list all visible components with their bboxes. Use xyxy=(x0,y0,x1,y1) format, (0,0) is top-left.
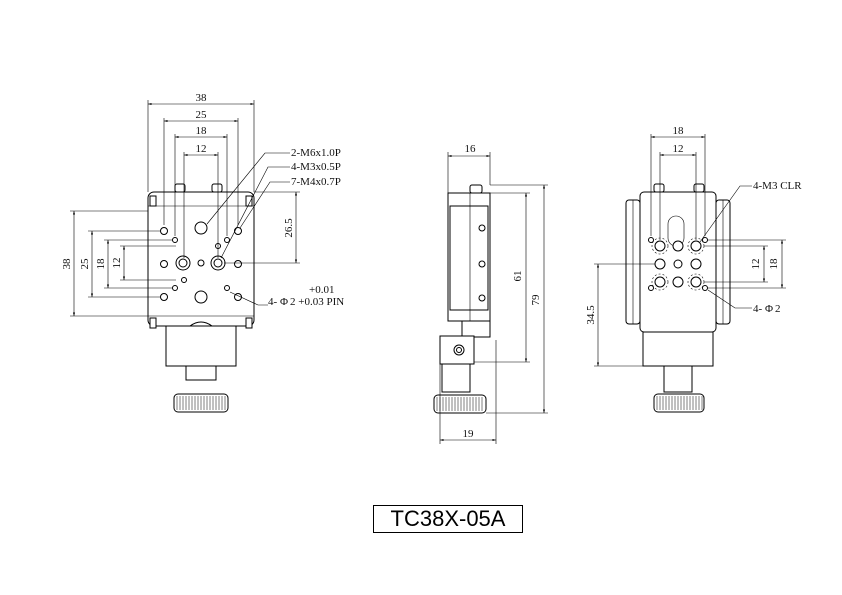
front-dim-26-5: 26.5 xyxy=(283,218,295,238)
side-dim-61: 61 xyxy=(512,271,524,282)
front-dim-18-left: 18 xyxy=(95,258,107,270)
note-m4-thread: 7-M4x0.7P xyxy=(291,176,341,188)
phi-symbol-back: Φ xyxy=(765,303,773,315)
front-dim-25-top: 25 xyxy=(196,109,208,121)
note-m3-clr: 4-M3 CLR xyxy=(753,180,802,192)
front-dim-38-top: 38 xyxy=(196,92,208,104)
back-dim-18-right: 18 xyxy=(768,258,780,270)
front-dim-18-top: 18 xyxy=(196,125,208,137)
model-title-box: TC38X-05A xyxy=(373,505,523,533)
note-dia2-prefix: 4- xyxy=(753,303,763,315)
note-dia2-spec: 2 xyxy=(775,303,781,315)
note-pin-prefix: 4- xyxy=(268,296,278,308)
back-dim-18-top: 18 xyxy=(673,125,685,137)
back-view: 18 12 12 18 34.5 4-M3 CLR 4- Φ 2 xyxy=(585,125,802,413)
front-view: 38 25 18 12 26.5 38 25 18 12 2-M6x1.0P 4… xyxy=(61,92,344,413)
note-pin-spec: 2 +0.03 PIN xyxy=(290,296,344,308)
front-dim-25-left: 25 xyxy=(79,258,91,270)
phi-symbol-pin: Φ xyxy=(280,296,288,308)
side-dim-19: 19 xyxy=(463,428,475,440)
front-dim-38-left: 38 xyxy=(61,258,73,270)
note-m3-thread: 4-M3x0.5P xyxy=(291,161,341,173)
back-dim-12-top: 12 xyxy=(673,143,684,155)
side-view: 16 61 79 19 xyxy=(433,143,548,444)
back-dim-34-5: 34.5 xyxy=(585,305,597,325)
side-knob xyxy=(433,394,487,414)
note-pin-tolerance: +0.01 xyxy=(309,284,334,296)
front-dim-12-top: 12 xyxy=(196,143,207,155)
side-dim-16: 16 xyxy=(465,143,477,155)
back-dim-12-right: 12 xyxy=(750,259,762,270)
note-m6-thread: 2-M6x1.0P xyxy=(291,147,341,159)
back-knob xyxy=(653,393,705,413)
side-dim-79: 79 xyxy=(530,294,542,306)
front-dim-12-left: 12 xyxy=(111,258,123,269)
